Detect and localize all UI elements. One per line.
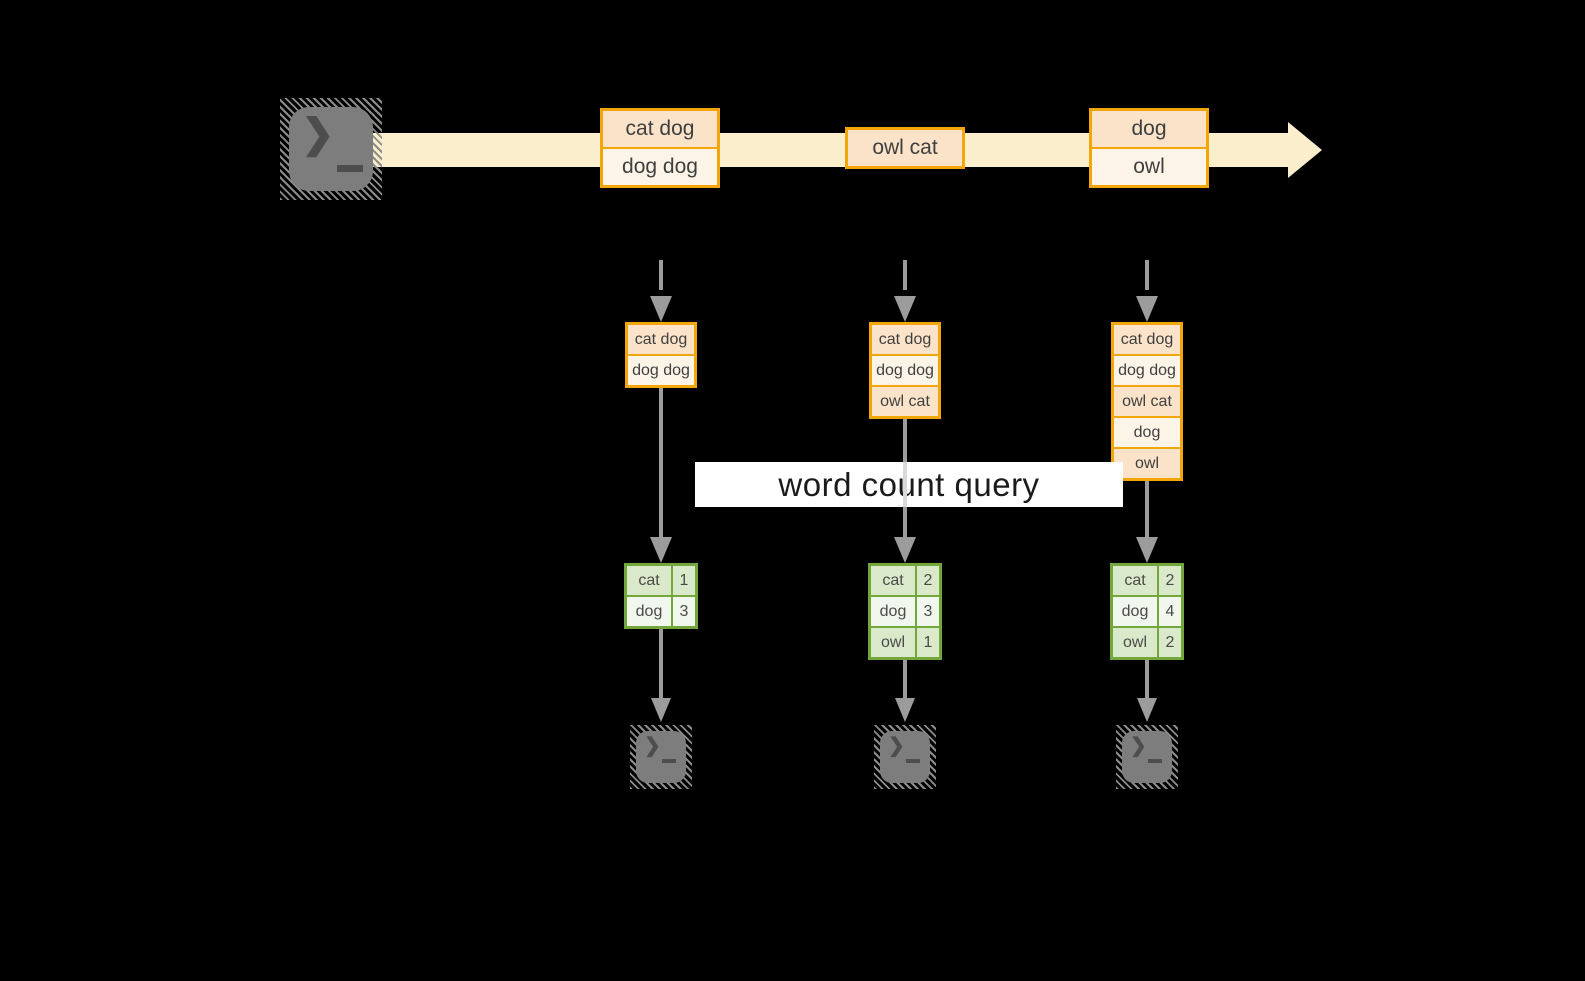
buffer-row: cat dog <box>1114 325 1180 354</box>
buffer-row: owl cat <box>1114 387 1180 416</box>
terminal-body: ❯ <box>1122 731 1172 783</box>
terminal-cursor-icon <box>1148 759 1162 763</box>
output-terminal-icon: ❯ <box>630 725 692 789</box>
stream-batch-3: dog owl <box>1089 108 1209 188</box>
terminal-prompt-icon: ❯ <box>644 735 661 757</box>
buffer-row: dog dog <box>872 356 938 385</box>
count-table-2: cat 2 dog 3 owl 1 <box>868 563 942 660</box>
terminal-cursor-icon <box>337 165 363 172</box>
stream-batch-row: dog dog <box>603 149 717 185</box>
buffer-row: dog <box>1114 418 1180 447</box>
source-terminal-icon: ❯ <box>280 98 382 200</box>
arrow-overlap-segment <box>903 462 907 507</box>
count-cell: 2 <box>1159 628 1181 657</box>
buffer-row: cat dog <box>628 325 694 354</box>
stream-batch-2: owl cat <box>845 127 965 169</box>
stream-batch-row: cat dog <box>603 111 717 147</box>
table-to-terminal-arrow-line <box>903 660 907 698</box>
stream-batch-row: dog <box>1092 111 1206 147</box>
word-cell: dog <box>1113 597 1157 626</box>
terminal-prompt-icon: ❯ <box>1130 735 1147 757</box>
buffer-row: owl cat <box>872 387 938 416</box>
output-terminal-icon: ❯ <box>874 725 936 789</box>
stream-arrow-head <box>1288 122 1322 178</box>
input-buffer-2: cat dog dog dog owl cat <box>869 322 941 419</box>
word-cell: owl <box>871 628 915 657</box>
table-to-terminal-arrow-head <box>895 698 915 722</box>
stream-batch-1: cat dog dog dog <box>600 108 720 188</box>
table-to-terminal-arrow-head <box>1137 698 1157 722</box>
count-cell: 1 <box>673 566 695 595</box>
terminal-cursor-icon <box>662 759 676 763</box>
terminal-body: ❯ <box>289 107 373 191</box>
word-cell: cat <box>627 566 671 595</box>
buffer-to-table-arrow-head <box>650 537 672 563</box>
table-to-terminal-arrow-line <box>659 629 663 698</box>
terminal-body: ❯ <box>636 731 686 783</box>
count-cell: 3 <box>917 597 939 626</box>
input-buffer-1: cat dog dog dog <box>625 322 697 388</box>
terminal-prompt-icon: ❯ <box>301 112 335 156</box>
batch-to-buffer-arrow-head <box>650 296 672 322</box>
count-cell: 3 <box>673 597 695 626</box>
query-banner: word count query <box>695 462 1123 507</box>
query-label: word count query <box>778 465 1040 503</box>
output-terminal-icon: ❯ <box>1116 725 1178 789</box>
word-cell: dog <box>871 597 915 626</box>
buffer-to-table-arrow-line <box>1145 481 1149 537</box>
word-cell: owl <box>1113 628 1157 657</box>
word-cell: dog <box>627 597 671 626</box>
table-to-terminal-arrow-head <box>651 698 671 722</box>
batch-to-buffer-arrow-dash <box>903 260 907 290</box>
buffer-to-table-arrow-line <box>659 388 663 537</box>
input-buffer-3: cat dog dog dog owl cat dog owl <box>1111 322 1183 481</box>
buffer-row: owl <box>1114 449 1180 478</box>
buffer-row: dog dog <box>628 356 694 385</box>
word-cell: cat <box>871 566 915 595</box>
count-table-1: cat 1 dog 3 <box>624 563 698 629</box>
count-cell: 2 <box>917 566 939 595</box>
count-cell: 4 <box>1159 597 1181 626</box>
terminal-cursor-icon <box>906 759 920 763</box>
count-cell: 1 <box>917 628 939 657</box>
count-table-3: cat 2 dog 4 owl 2 <box>1110 563 1184 660</box>
buffer-to-table-arrow-head <box>894 537 916 563</box>
buffer-to-table-arrow-head <box>1136 537 1158 563</box>
table-to-terminal-arrow-line <box>1145 660 1149 698</box>
terminal-body: ❯ <box>880 731 930 783</box>
batch-to-buffer-arrow-head <box>894 296 916 322</box>
batch-to-buffer-arrow-dash <box>1145 260 1149 290</box>
stream-batch-row: owl cat <box>848 130 962 166</box>
stream-batch-row: owl <box>1092 149 1206 185</box>
terminal-prompt-icon: ❯ <box>888 735 905 757</box>
count-cell: 2 <box>1159 566 1181 595</box>
batch-to-buffer-arrow-dash <box>659 260 663 290</box>
batch-to-buffer-arrow-head <box>1136 296 1158 322</box>
word-cell: cat <box>1113 566 1157 595</box>
buffer-row: cat dog <box>872 325 938 354</box>
buffer-row: dog dog <box>1114 356 1180 385</box>
